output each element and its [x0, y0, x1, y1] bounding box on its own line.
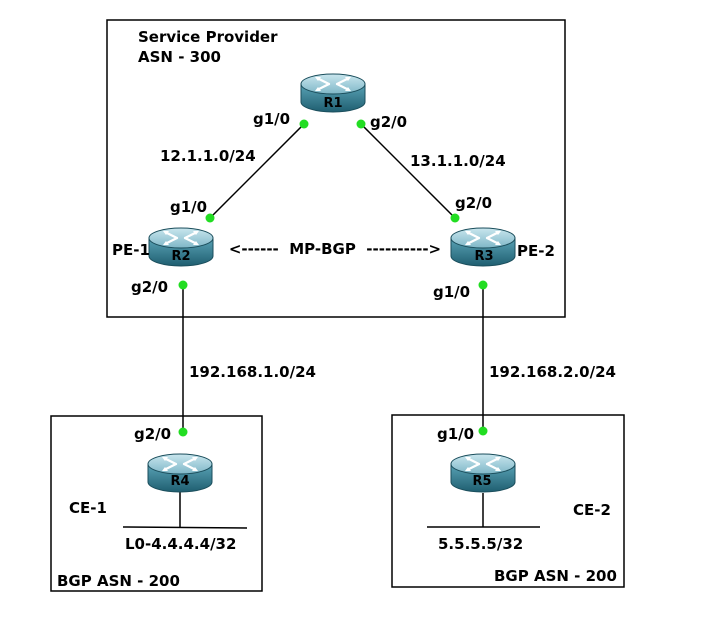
port-dot-r3-g1 — [478, 280, 488, 290]
r5-name: R5 — [472, 474, 491, 489]
iface-r1-left: g1/0 — [253, 110, 290, 128]
ce2-network: 5.5.5.5/32 — [438, 535, 523, 553]
ce1-name: CE-1 — [69, 499, 107, 517]
role-pe2: PE-2 — [517, 242, 555, 260]
ce2-box — [391, 414, 625, 588]
subnet-r1-r2: 12.1.1.0/24 — [160, 147, 256, 165]
r1-name: R1 — [323, 96, 342, 111]
ce2-asn: BGP ASN - 200 — [494, 567, 617, 585]
port-dot-r2-g2 — [178, 280, 188, 290]
subnet-r1-r3: 13.1.1.0/24 — [410, 152, 506, 170]
iface-r3-top: g2/0 — [455, 194, 492, 212]
link-r1-r2 — [209, 123, 305, 219]
iface-r5-top: g1/0 — [437, 425, 474, 443]
iface-r2-bottom: g2/0 — [131, 278, 168, 296]
service-provider-box — [106, 19, 566, 318]
mpbgp-session-label: <------ MP-BGP ----------> — [229, 240, 441, 258]
iface-r2-top: g1/0 — [170, 198, 207, 216]
port-dot-r5-g1 — [478, 426, 488, 436]
ce1-loopback: L0-4.4.4.4/32 — [125, 535, 236, 553]
subnet-r3-r5: 192.168.2.0/24 — [489, 363, 616, 381]
r4-lan-segment — [122, 526, 248, 529]
ce1-asn: BGP ASN - 200 — [57, 572, 180, 590]
r4-name: R4 — [170, 474, 189, 489]
port-dot-r2-g1 — [205, 213, 215, 223]
r3-name: R3 — [474, 249, 493, 264]
port-dot-r4-g2 — [178, 427, 188, 437]
iface-r1-right: g2/0 — [370, 113, 407, 131]
provider-asn: ASN - 300 — [138, 48, 221, 66]
r2-name: R2 — [171, 249, 190, 264]
ce2-name: CE-2 — [573, 501, 611, 519]
role-pe1: PE-1 — [112, 241, 150, 259]
subnet-r2-r4: 192.168.1.0/24 — [189, 363, 316, 381]
provider-title: Service Provider — [138, 28, 278, 46]
iface-r3-bottom: g1/0 — [433, 283, 470, 301]
link-r1-r3 — [360, 123, 456, 219]
iface-r4-top: g2/0 — [134, 425, 171, 443]
port-dot-r1-g2 — [356, 119, 366, 129]
ce1-box — [50, 415, 263, 592]
port-dot-r3-g2 — [450, 213, 460, 223]
port-dot-r1-g1 — [299, 119, 309, 129]
